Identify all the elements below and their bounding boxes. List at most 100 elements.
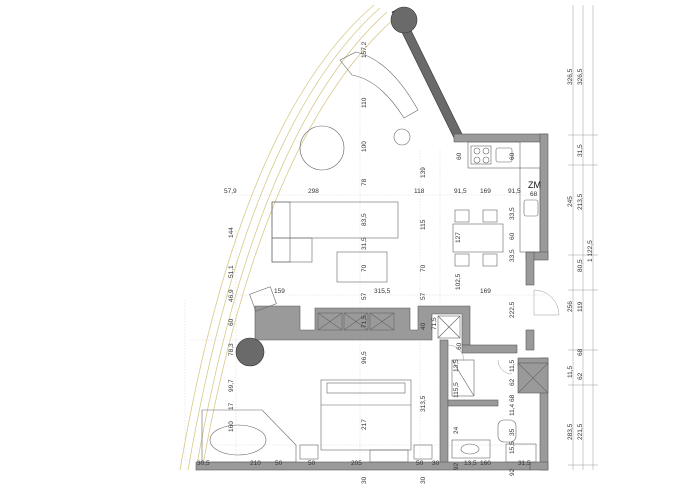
dim-label: 11,5 xyxy=(567,365,574,378)
dim-label: 313,5 xyxy=(420,395,427,412)
dim-label: 92 xyxy=(509,468,516,476)
dim-label: 31,5 xyxy=(518,460,531,467)
dim-label: 57 xyxy=(361,292,368,300)
kitchen-counter-top xyxy=(467,141,521,169)
dim-label: 144 xyxy=(228,227,235,238)
dim-label: 68 xyxy=(509,394,516,402)
shower xyxy=(451,359,475,397)
dim-label: 70 xyxy=(361,264,368,272)
dim-label: 99,7 xyxy=(228,379,235,392)
lounge-chair xyxy=(339,51,419,119)
dim-label: 11,5 xyxy=(509,359,516,372)
wall-bath-top xyxy=(439,339,449,466)
dim-label: 110 xyxy=(361,97,368,108)
dim-label: 60 xyxy=(456,152,463,160)
room-value: 68 xyxy=(530,191,538,198)
dim-label: 78,3 xyxy=(228,343,235,356)
curved-glazed-facade xyxy=(179,4,396,471)
dim-label: 100 xyxy=(361,141,368,152)
dim-label: 115 xyxy=(420,219,427,230)
dim-label: 119 xyxy=(577,301,584,312)
dim-label: 210 xyxy=(250,460,261,467)
round-table-small xyxy=(393,128,411,146)
washbasin xyxy=(451,439,491,459)
dim-label: 46,9 xyxy=(228,289,235,302)
coffee-table xyxy=(336,251,388,283)
walls xyxy=(195,6,549,471)
dim-label: 326,5 xyxy=(567,68,574,85)
dim-label: 326,5 xyxy=(577,68,584,85)
dim-label: 169 xyxy=(480,288,491,295)
dim-label: 13,5 xyxy=(453,359,460,372)
dim-label: 40 xyxy=(420,322,427,330)
dim-label: 60 xyxy=(509,152,516,160)
dim-label: 283,5 xyxy=(567,423,574,440)
dim-label: 57 xyxy=(420,292,427,300)
dim-label: 213,5 xyxy=(577,193,584,210)
wardrobe-cells xyxy=(317,312,461,339)
dim-label: 24 xyxy=(453,426,460,434)
dim-label: 35 xyxy=(509,428,516,436)
wall-bath-mid xyxy=(447,399,499,407)
dim-label: 159 xyxy=(274,288,285,295)
dim-label: 139 xyxy=(420,167,427,178)
dim-label: 57,9 xyxy=(224,188,237,195)
dim-label: 31,5 xyxy=(577,144,584,157)
partition-wardrobe xyxy=(254,305,471,346)
dim-label: 91,5 xyxy=(508,188,521,195)
dim-label: 50 xyxy=(308,460,316,467)
dim-label: 118 xyxy=(414,188,425,195)
dim-label: 169 xyxy=(480,188,491,195)
dim-label: 127 xyxy=(455,232,462,243)
wall-entry-right xyxy=(525,251,535,286)
bathtub xyxy=(201,409,297,463)
dim-label: 80,5 xyxy=(577,259,584,272)
dim-label: 222,5 xyxy=(509,301,516,318)
dim-label: 60 xyxy=(456,342,463,350)
toilet xyxy=(497,419,517,443)
dim-label: 115,5 xyxy=(453,382,460,398)
dim-label: 221,5 xyxy=(577,423,584,440)
room-label: ZM xyxy=(528,180,541,190)
dim-label: 30 xyxy=(432,460,440,467)
dim-label: 1 122,5 xyxy=(587,240,594,262)
dim-label: 92 xyxy=(453,462,460,470)
wall-service-mid xyxy=(461,344,518,354)
furniture xyxy=(201,51,560,463)
dim-label: 71,5 xyxy=(361,315,368,328)
dim-label: 13,5 xyxy=(464,460,477,467)
dim-label: 51,1 xyxy=(228,265,235,278)
dim-label: 50 xyxy=(416,460,424,467)
armchair xyxy=(249,286,277,312)
dim-label: 60 xyxy=(509,232,516,240)
wall-kitchen-right xyxy=(539,133,549,260)
dim-label: 62 xyxy=(577,372,584,380)
dim-label: 17 xyxy=(228,402,235,410)
dim-label: 71,5 xyxy=(431,317,438,330)
dim-label: 33,5 xyxy=(509,249,516,262)
dining-table xyxy=(452,223,504,253)
dim-label: 245 xyxy=(567,196,574,207)
dim-label: 70 xyxy=(420,264,427,272)
dim-label: 68 xyxy=(577,348,584,356)
dim-label: 83,5 xyxy=(361,213,368,226)
door-entry xyxy=(533,289,560,316)
dim-label: 160 xyxy=(480,460,491,467)
dim-label: 15,5 xyxy=(509,441,516,454)
round-table-large xyxy=(299,125,345,171)
column-south xyxy=(235,337,265,367)
dim-label: 50 xyxy=(275,460,283,467)
dim-label: 30 xyxy=(420,476,427,484)
bed xyxy=(320,379,412,451)
door-service xyxy=(497,359,513,375)
door-bath xyxy=(447,344,465,362)
kitchen-counter-right xyxy=(519,167,541,253)
dim-label: 31,5 xyxy=(361,237,368,250)
wall-kitchen-top xyxy=(453,133,548,143)
dim-label: 11,4 xyxy=(509,403,516,416)
wall-east-bottom-stub xyxy=(529,461,549,471)
dim-label: 160 xyxy=(228,421,235,432)
dim-label: 30 xyxy=(361,476,368,484)
dim-label: 62 xyxy=(509,378,516,386)
